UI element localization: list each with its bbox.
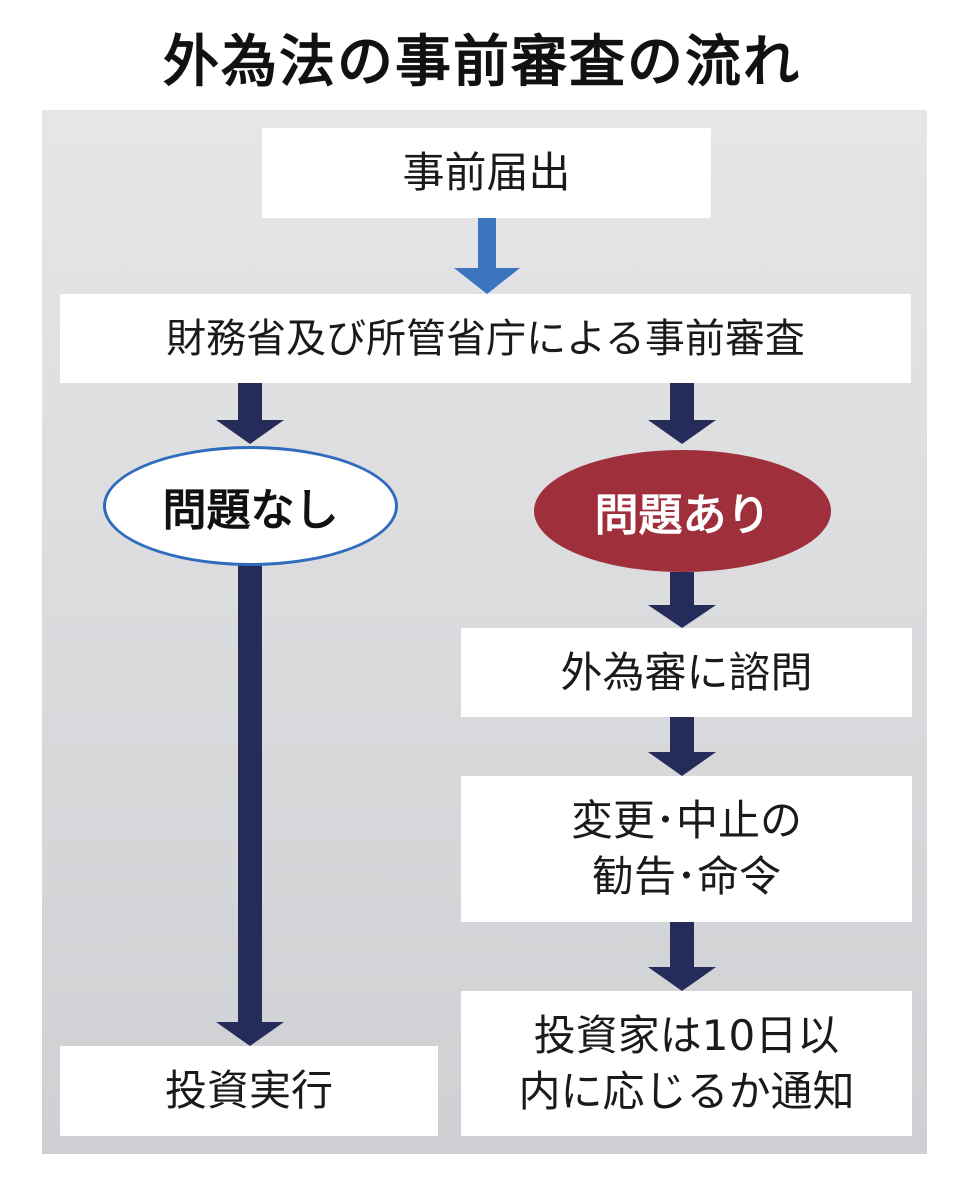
- arrow-recommendation-to-investor-reply: [648, 922, 716, 991]
- arrow-notification-to-review: [454, 218, 520, 294]
- issue-label: 問題あり: [594, 490, 771, 541]
- no-issue-label: 問題なし: [162, 485, 339, 536]
- no-issue-oval: 問題なし: [103, 446, 398, 566]
- recommendation-label-line2: 勧告･命令: [591, 852, 781, 901]
- investor-reply-box: 投資家は10日以 内に応じるか通知: [461, 991, 912, 1136]
- investor-reply-label-line2: 内に応じるか通知: [518, 1066, 855, 1116]
- prior-notification-box: 事前届出: [262, 128, 711, 218]
- consult-council-box: 外為審に諮問: [461, 628, 912, 717]
- issue-oval: 問題あり: [534, 450, 831, 572]
- diagram-title: 外為法の事前審査の流れ: [163, 30, 801, 95]
- arrow-review-to-no-issue: [216, 383, 284, 444]
- arrow-review-to-issue: [648, 383, 716, 444]
- investor-reply-label-line1: 投資家は10日以: [533, 1010, 840, 1060]
- consult-council-label: 外為審に諮問: [560, 647, 813, 697]
- arrow-issue-to-consult: [648, 572, 716, 628]
- arrow-consult-to-recommendation: [648, 717, 716, 776]
- ministry-review-label: 財務省及び所管省庁による事前審査: [166, 315, 805, 362]
- ministry-review-box: 財務省及び所管省庁による事前審査: [60, 294, 911, 383]
- recommendation-label-line1: 変更･中止の: [570, 796, 802, 845]
- investment-execution-label: 投資実行: [164, 1066, 333, 1115]
- arrow-no-issue-to-execution: [216, 565, 284, 1046]
- recommendation-box: 変更･中止の 勧告･命令: [461, 776, 912, 922]
- prior-notification-label: 事前届出: [402, 148, 571, 197]
- investment-execution-box: 投資実行: [60, 1046, 438, 1136]
